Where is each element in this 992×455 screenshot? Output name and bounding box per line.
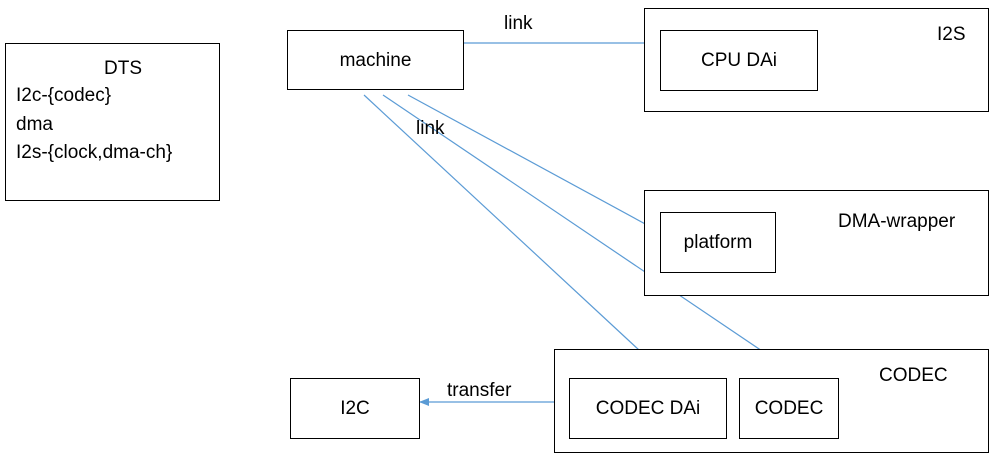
codec-box: CODEC [739,378,839,439]
machine-box: machine [287,30,464,90]
platform-label: platform [683,232,753,253]
cpu-dai-label: CPU DAi [700,50,777,71]
dts-box: DTS I2c-{codec} dma I2s-{clock,dma-ch} [5,43,220,201]
dts-line-dma: dma [16,114,53,135]
machine-label: machine [339,49,412,71]
edge-label-link-top: link [504,13,533,34]
cpu-dai-box: CPU DAi [660,30,818,91]
edge-label-link-mid: link [416,118,445,139]
i2c-box: I2C [290,378,420,439]
dts-line-i2c: I2c-{codec} [16,85,112,106]
i2s-group-label: I2S [937,24,966,45]
codec-dai-label: CODEC DAi [595,398,701,419]
dts-line-i2s: I2s-{clock,dma-ch} [16,142,173,163]
platform-box: platform [660,212,776,273]
codec-label: CODEC [754,398,824,419]
codec-group-label: CODEC [879,365,948,386]
dts-title: DTS [104,58,142,79]
arrow-machine-to-platform [407,94,661,233]
codec-dai-box: CODEC DAi [569,378,727,439]
edge-label-transfer: transfer [447,380,512,401]
arrow-machine-to-codec-dai [363,94,668,377]
dma-wrapper-group-label: DMA-wrapper [838,211,956,232]
i2c-label: I2C [340,398,370,419]
